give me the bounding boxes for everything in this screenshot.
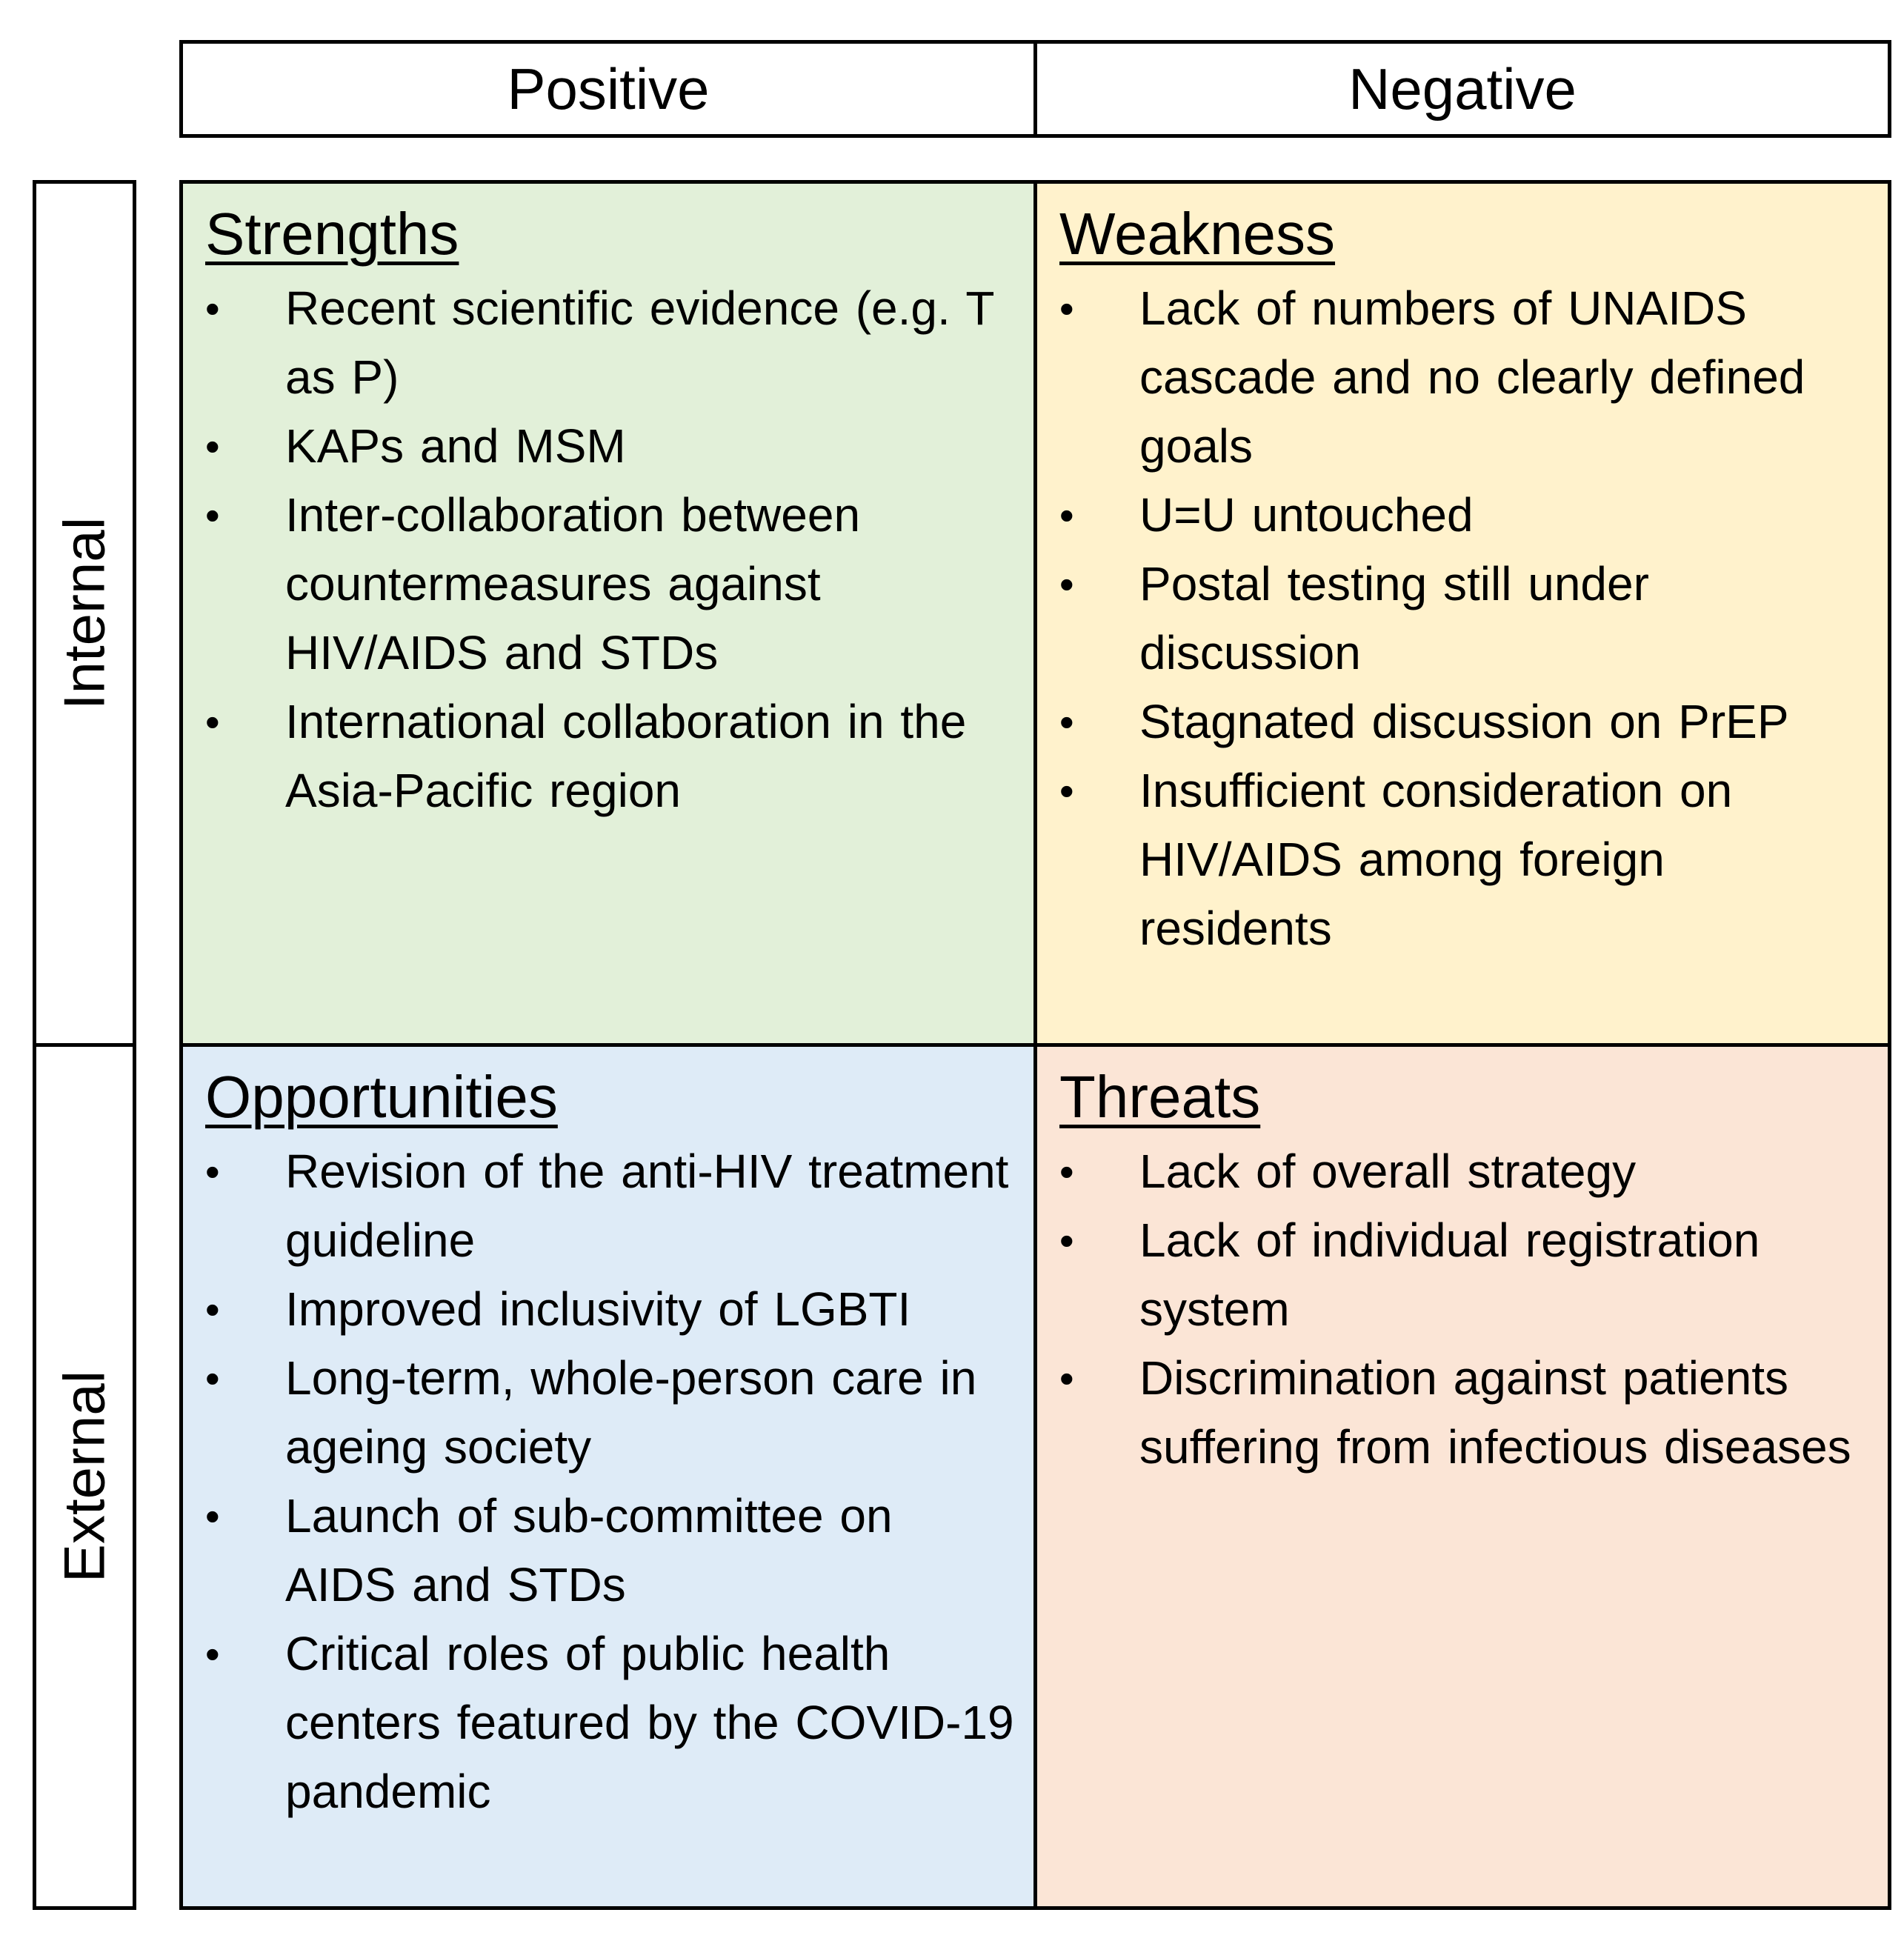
column-header-negative: Negative <box>1033 40 1891 138</box>
list-item: Inter-collaboration between countermeasu… <box>205 481 1016 688</box>
list-item: International collaboration in the Asia-… <box>205 688 1016 825</box>
column-header-positive-label: Positive <box>507 56 710 122</box>
list-item: Discrimination against patients sufferin… <box>1059 1344 1870 1482</box>
list-item: Launch of sub-committee on AIDS and STDs <box>205 1482 1016 1620</box>
quadrant-weakness: Weakness Lack of numbers of UNAIDS casca… <box>1033 180 1891 1047</box>
threats-list: Lack of overall strategy Lack of individ… <box>1059 1137 1870 1482</box>
row-header-internal-label: Internal <box>51 516 117 710</box>
quadrant-strengths: Strengths Recent scientific evidence (e.… <box>179 180 1037 1047</box>
column-header-positive: Positive <box>179 40 1037 138</box>
list-item: Critical roles of public health centers … <box>205 1620 1016 1826</box>
column-header-negative-label: Negative <box>1348 56 1577 122</box>
quadrant-opportunities: Opportunities Revision of the anti-HIV t… <box>179 1043 1037 1910</box>
strengths-list: Recent scientific evidence (e.g. T as P)… <box>205 274 1016 825</box>
list-item: Lack of individual registration system <box>1059 1206 1870 1344</box>
list-item: Long-term, whole-person care in ageing s… <box>205 1344 1016 1482</box>
list-item: Improved inclusivity of LGBTI <box>205 1275 1016 1344</box>
list-item: Revision of the anti-HIV treatment guide… <box>205 1137 1016 1275</box>
list-item: Insufficient consideration on HIV/AIDS a… <box>1059 756 1870 963</box>
opportunities-list: Revision of the anti-HIV treatment guide… <box>205 1137 1016 1826</box>
quadrant-strengths-title: Strengths <box>205 201 459 267</box>
list-item: Lack of numbers of UNAIDS cascade and no… <box>1059 274 1870 481</box>
list-item: U=U untouched <box>1059 481 1870 550</box>
row-header-internal: Internal <box>33 180 136 1047</box>
weakness-list: Lack of numbers of UNAIDS cascade and no… <box>1059 274 1870 963</box>
list-item: Stagnated discussion on PrEP <box>1059 688 1870 756</box>
quadrant-opportunities-title: Opportunities <box>205 1064 558 1130</box>
quadrant-threats-title: Threats <box>1059 1064 1261 1130</box>
quadrant-threats: Threats Lack of overall strategy Lack of… <box>1033 1043 1891 1910</box>
row-header-external-label: External <box>51 1370 117 1583</box>
list-item: KAPs and MSM <box>205 412 1016 481</box>
list-item: Postal testing still under discussion <box>1059 550 1870 688</box>
quadrant-weakness-title: Weakness <box>1059 201 1336 267</box>
row-header-external: External <box>33 1043 136 1910</box>
list-item: Lack of overall strategy <box>1059 1137 1870 1206</box>
list-item: Recent scientific evidence (e.g. T as P) <box>205 274 1016 412</box>
